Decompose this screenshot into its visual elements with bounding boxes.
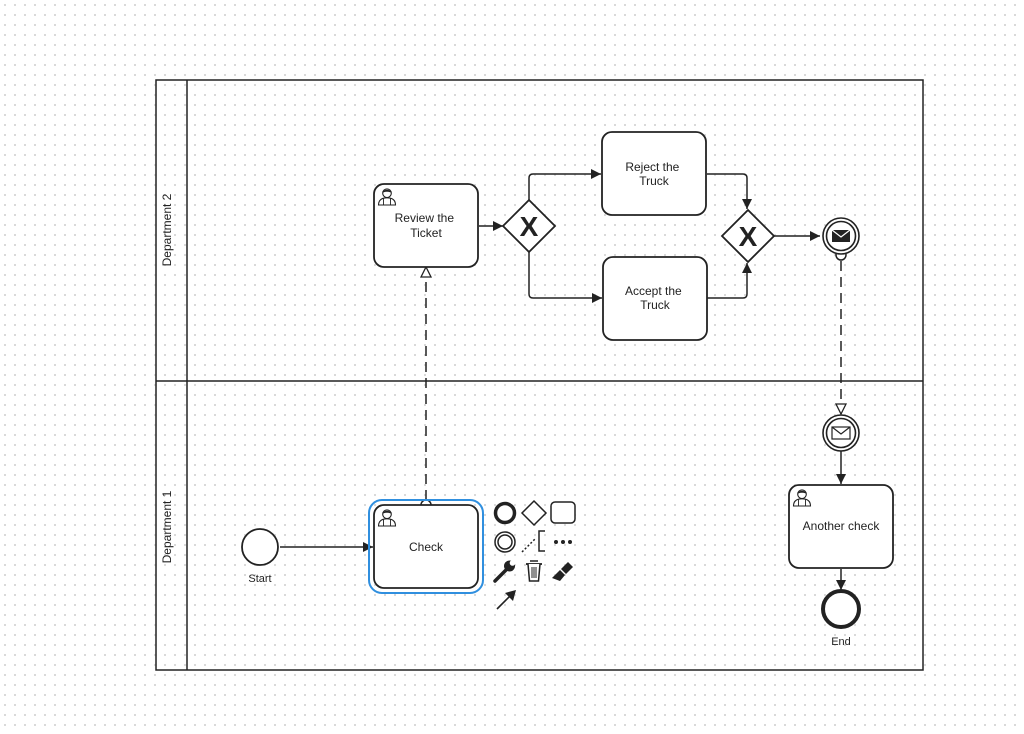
flow-accept-to-merge[interactable] [707,263,752,299]
append-intermediate-event-icon[interactable] [492,530,516,554]
append-gateway-icon[interactable] [520,499,548,527]
task-label-line: Another check [803,519,881,533]
task-label-line: Accept the [625,284,682,298]
end-event-label: End [831,636,851,648]
task-label-line: Check [409,540,444,554]
intermediate-message-throw-event[interactable] [822,217,860,255]
task-label-line: Truck [640,298,671,312]
flow-reject-to-merge[interactable] [707,173,752,209]
start-event[interactable]: Start [241,528,279,585]
append-task-icon[interactable] [550,501,576,524]
selection-outline [368,499,484,594]
task-accept-the-truck[interactable]: Accept the Truck [602,256,708,341]
start-event-label: Start [248,573,271,585]
append-end-event-icon[interactable] [492,501,517,525]
context-pad [492,499,576,610]
delete-trash-icon[interactable] [521,559,545,583]
intermediate-message-catch-event[interactable] [822,414,860,452]
svg-text:Reject the Truck: Reject the Truck [625,160,682,188]
task-reject-the-truck[interactable]: Reject the Truck [601,131,707,216]
exclusive-gateway-split[interactable]: X [501,198,557,254]
envelope-outline-icon [831,426,851,440]
lane-label-department-1: Department 1 [160,490,174,563]
color-brush-icon[interactable] [551,559,575,583]
svg-text:Review the Ticket: Review the Ticket [395,211,458,240]
gateway-marker-x: X [520,211,539,242]
task-label-line: Truck [639,174,670,188]
flow-split-to-accept[interactable] [528,252,602,303]
pool[interactable] [155,79,924,671]
connect-arrow-icon[interactable] [494,586,518,610]
task-label-line: Review the [395,211,455,225]
gateway-marker-x: X [739,221,758,252]
change-type-wrench-icon[interactable] [492,559,516,583]
more-options-icon[interactable] [551,530,575,554]
sequence-flows [280,169,846,590]
svg-text:Accept the Truck: Accept the Truck [625,284,685,312]
flow-split-to-reject[interactable] [528,169,601,200]
append-text-annotation-icon[interactable] [521,530,545,554]
lane-department-1[interactable]: Department 1 [160,381,923,670]
lane-department-2[interactable]: Department 2 [160,80,923,381]
task-another-check[interactable]: Another check [788,484,894,569]
task-label-line: Ticket [410,226,442,240]
envelope-filled-icon [831,229,851,242]
task-check-selected[interactable]: Check [368,499,484,594]
task-review-the-ticket[interactable]: Review the Ticket [373,183,479,268]
task-label-line: Reject the [625,160,679,174]
exclusive-gateway-merge[interactable]: X [720,208,776,264]
end-event[interactable]: End [821,589,861,648]
lane-label-department-2: Department 2 [160,193,174,266]
